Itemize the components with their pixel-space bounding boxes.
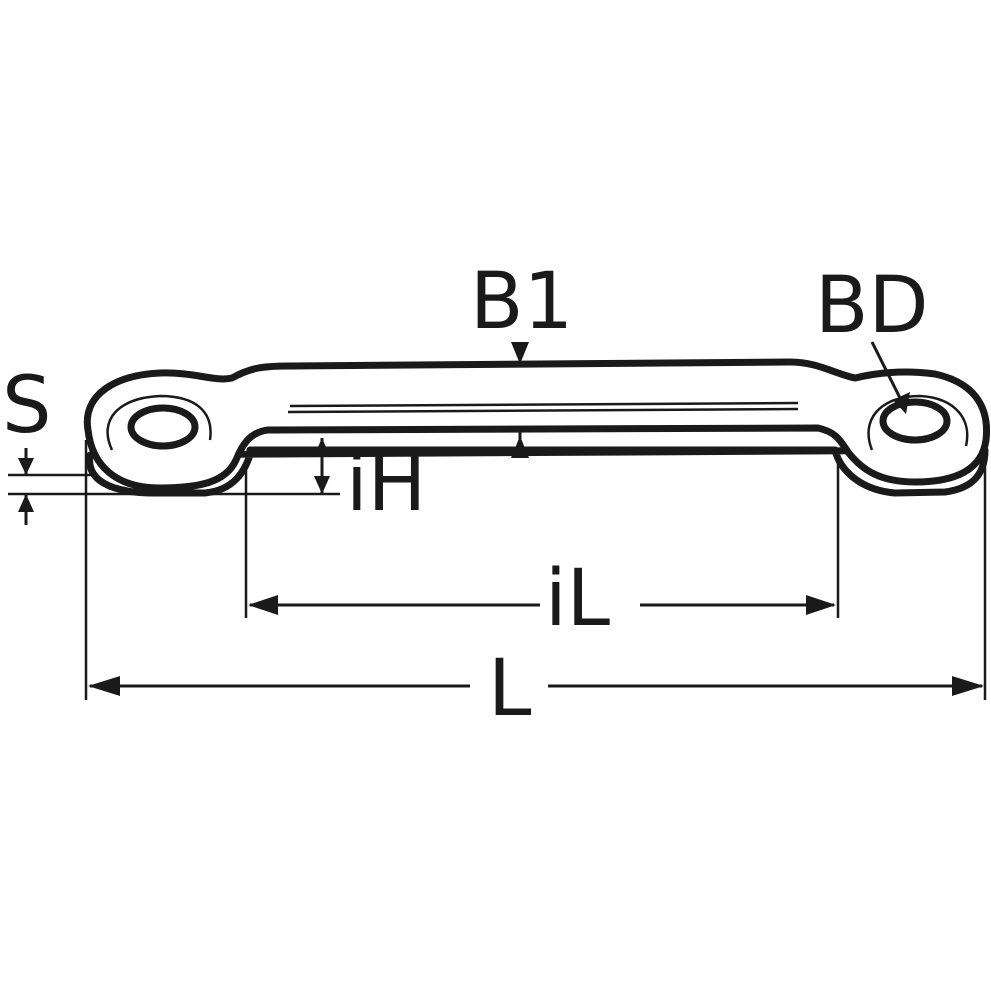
ih-arrow-bottom — [314, 476, 330, 494]
strap-center-groove-2 — [287, 407, 799, 414]
ih-arrow-top — [314, 438, 330, 456]
l-arrow-left — [88, 676, 120, 696]
s-arrow-bottom — [18, 494, 34, 512]
right-mounting-hole — [879, 398, 951, 444]
dimension-ih: iH — [314, 438, 426, 529]
strap-body — [83, 358, 991, 497]
ih-label: iH — [346, 439, 426, 529]
bd-label: BD — [815, 261, 929, 351]
il-arrow-right — [806, 595, 836, 615]
dimension-il: iL — [244, 458, 840, 644]
b1-label: B1 — [470, 257, 573, 347]
right-eye-recess — [867, 394, 969, 451]
left-eye-recess — [106, 394, 212, 451]
b1-arrow-bottom — [511, 436, 529, 458]
bd-arrow — [893, 392, 910, 414]
left-mounting-hole — [127, 404, 199, 450]
l-label: L — [488, 644, 532, 734]
dimension-l: L — [84, 440, 987, 734]
s-arrow-top — [18, 458, 34, 475]
dimension-s: S — [2, 361, 340, 525]
dimension-bd: BD — [815, 261, 929, 414]
strap-top-surface — [83, 358, 991, 492]
dimension-b1: B1 — [470, 257, 573, 458]
il-arrow-left — [248, 595, 278, 615]
il-label: iL — [545, 554, 611, 644]
b1-arrow-top — [511, 342, 529, 364]
l-arrow-right — [952, 676, 984, 696]
s-label: S — [2, 361, 52, 451]
strap-center-groove — [289, 401, 799, 408]
